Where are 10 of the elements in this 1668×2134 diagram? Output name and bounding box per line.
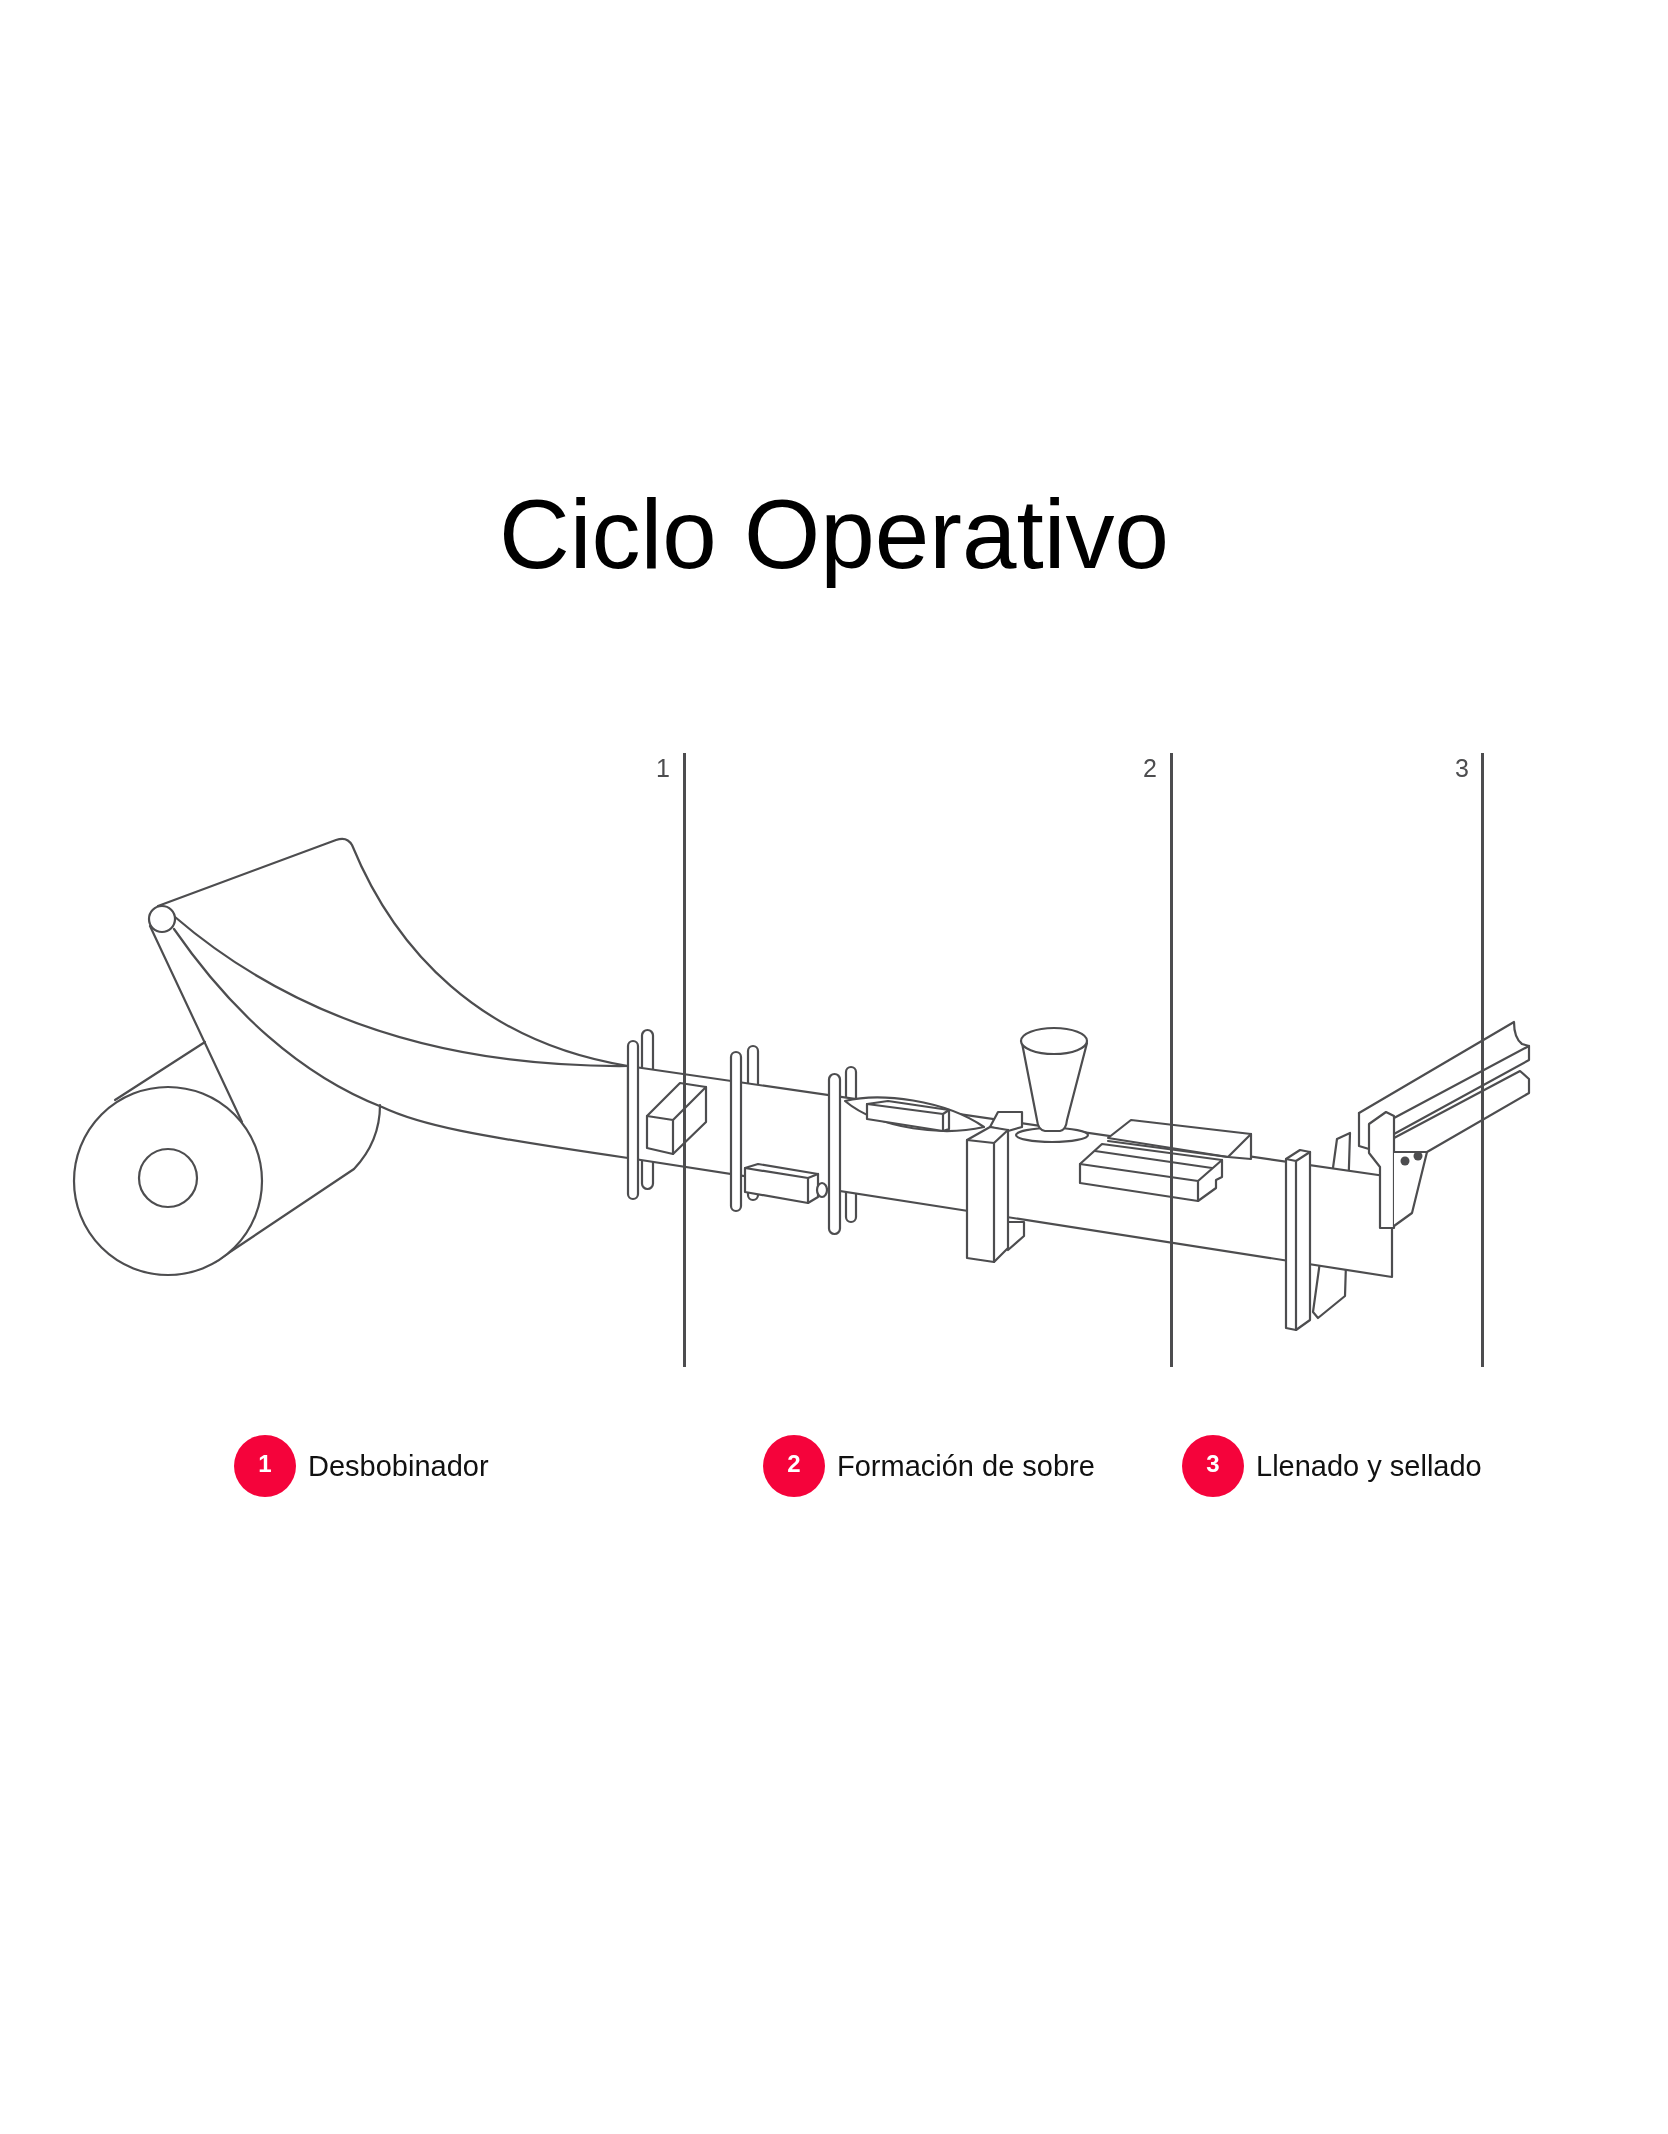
step-number-marker: 1 — [234, 1435, 296, 1497]
station-number: 3 — [1455, 753, 1469, 783]
station-number: 2 — [1143, 753, 1157, 783]
step-label: Llenado y sellado — [1256, 1448, 1482, 1484]
station-number: 1 — [656, 753, 670, 783]
step-number-marker: 2 — [763, 1435, 825, 1497]
step-label: Formación de sobre — [837, 1448, 1095, 1484]
step-label: Desbobinador — [308, 1448, 489, 1484]
step-number-marker: 3 — [1182, 1435, 1244, 1497]
diagram-title: Ciclo Operativo — [499, 478, 1169, 591]
